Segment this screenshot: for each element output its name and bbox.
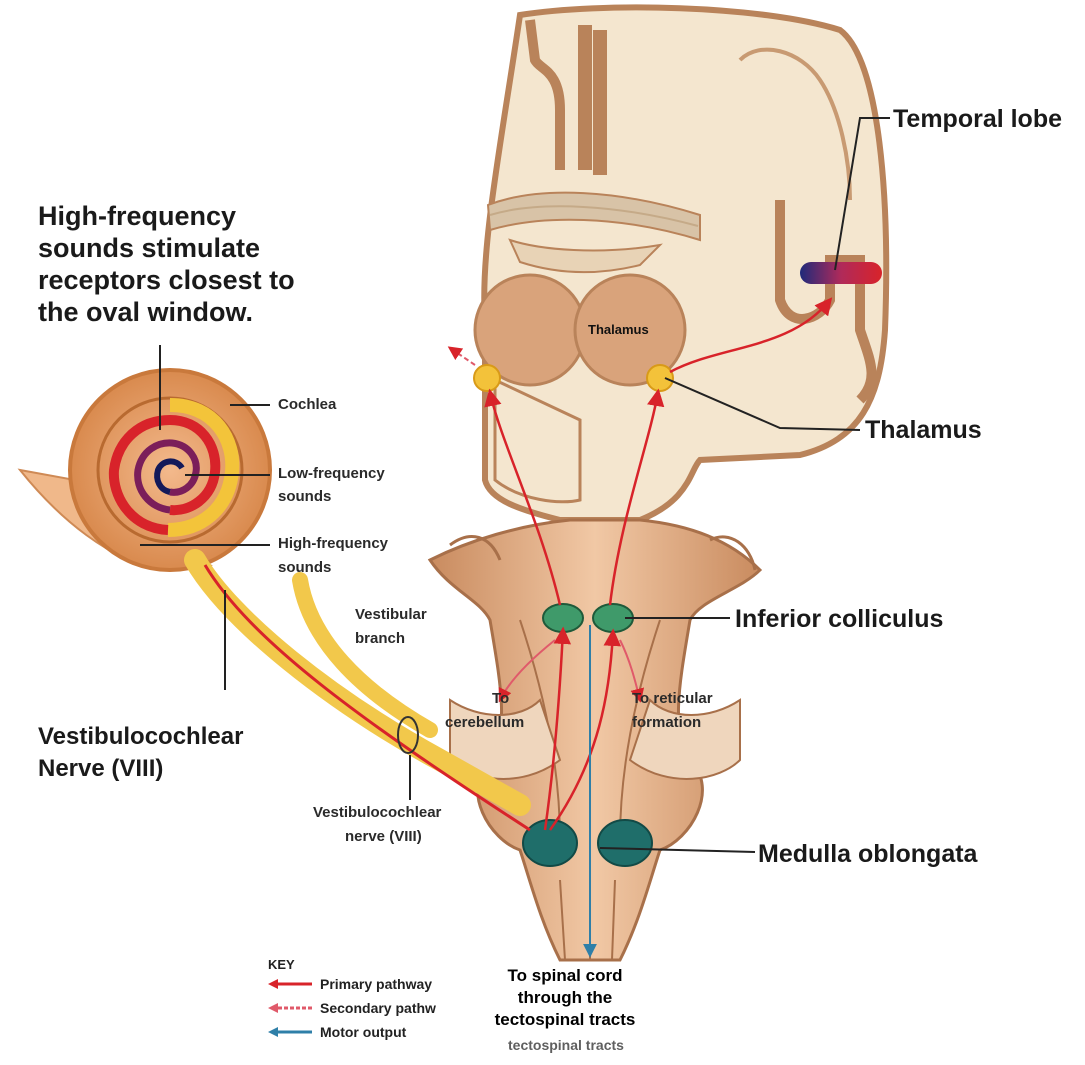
intro-line: receptors closest to xyxy=(38,264,295,296)
primary-pathway-arrow-icon xyxy=(268,978,314,990)
to-reticular-label-2: formation xyxy=(632,714,701,731)
intro-text: High-frequency sounds stimulate receptor… xyxy=(38,200,295,328)
bottom-ghost-label: tectospinal tracts xyxy=(508,1037,624,1053)
key-label: Primary pathway xyxy=(320,976,432,992)
vestibulocochlear-small-label-2: nerve (VIII) xyxy=(345,828,422,845)
inferior-colliculus-label: Inferior colliculus xyxy=(735,605,943,634)
vestibulocochlear-nerve-label: Vestibulocochlear xyxy=(38,723,243,751)
to-cerebellum-label: To xyxy=(492,690,509,707)
key-label: Secondary pathw xyxy=(320,1000,436,1016)
vestibular-branch-label: Vestibular xyxy=(355,606,427,623)
vestibulocochlear-nerve-label-2: Nerve (VIII) xyxy=(38,755,163,783)
high-frequency-label-2: sounds xyxy=(278,559,331,576)
key-row-motor: Motor output xyxy=(268,1020,436,1044)
to-reticular-label: To reticular xyxy=(632,690,713,707)
to-cerebellum-label-2: cerebellum xyxy=(445,714,524,731)
intro-line: sounds stimulate xyxy=(38,232,295,264)
cochlea-label: Cochlea xyxy=(278,396,336,413)
intro-line: the oval window. xyxy=(38,296,295,328)
secondary-pathway-arrow-icon xyxy=(268,1002,314,1014)
key-legend: KEY Primary pathway Secondary pathw Moto… xyxy=(268,957,436,1044)
thalamus-inner-label: Thalamus xyxy=(588,322,649,337)
note-line: tectospinal tracts xyxy=(470,1009,660,1031)
key-label: Motor output xyxy=(320,1024,406,1040)
spinal-cord-note: To spinal cord through the tectospinal t… xyxy=(470,965,660,1031)
medulla-oblongata-label: Medulla oblongata xyxy=(758,840,977,869)
key-row-secondary: Secondary pathw xyxy=(268,996,436,1020)
vestibular-branch-label-2: branch xyxy=(355,630,405,647)
low-frequency-label: Low-frequency xyxy=(278,465,385,482)
key-title: KEY xyxy=(268,957,436,972)
low-frequency-label-2: sounds xyxy=(278,488,331,505)
key-row-primary: Primary pathway xyxy=(268,972,436,996)
motor-output-arrow-icon xyxy=(268,1026,314,1038)
note-line: through the xyxy=(470,987,660,1009)
note-line: To spinal cord xyxy=(470,965,660,987)
thalamus-label: Thalamus xyxy=(865,416,982,445)
intro-line: High-frequency xyxy=(38,200,295,232)
brain-coronal-section xyxy=(474,7,886,520)
temporal-lobe-label: Temporal lobe xyxy=(893,105,1062,134)
high-frequency-label: High-frequency xyxy=(278,535,388,552)
vestibulocochlear-small-label: Vestibulocochlear xyxy=(313,804,441,821)
